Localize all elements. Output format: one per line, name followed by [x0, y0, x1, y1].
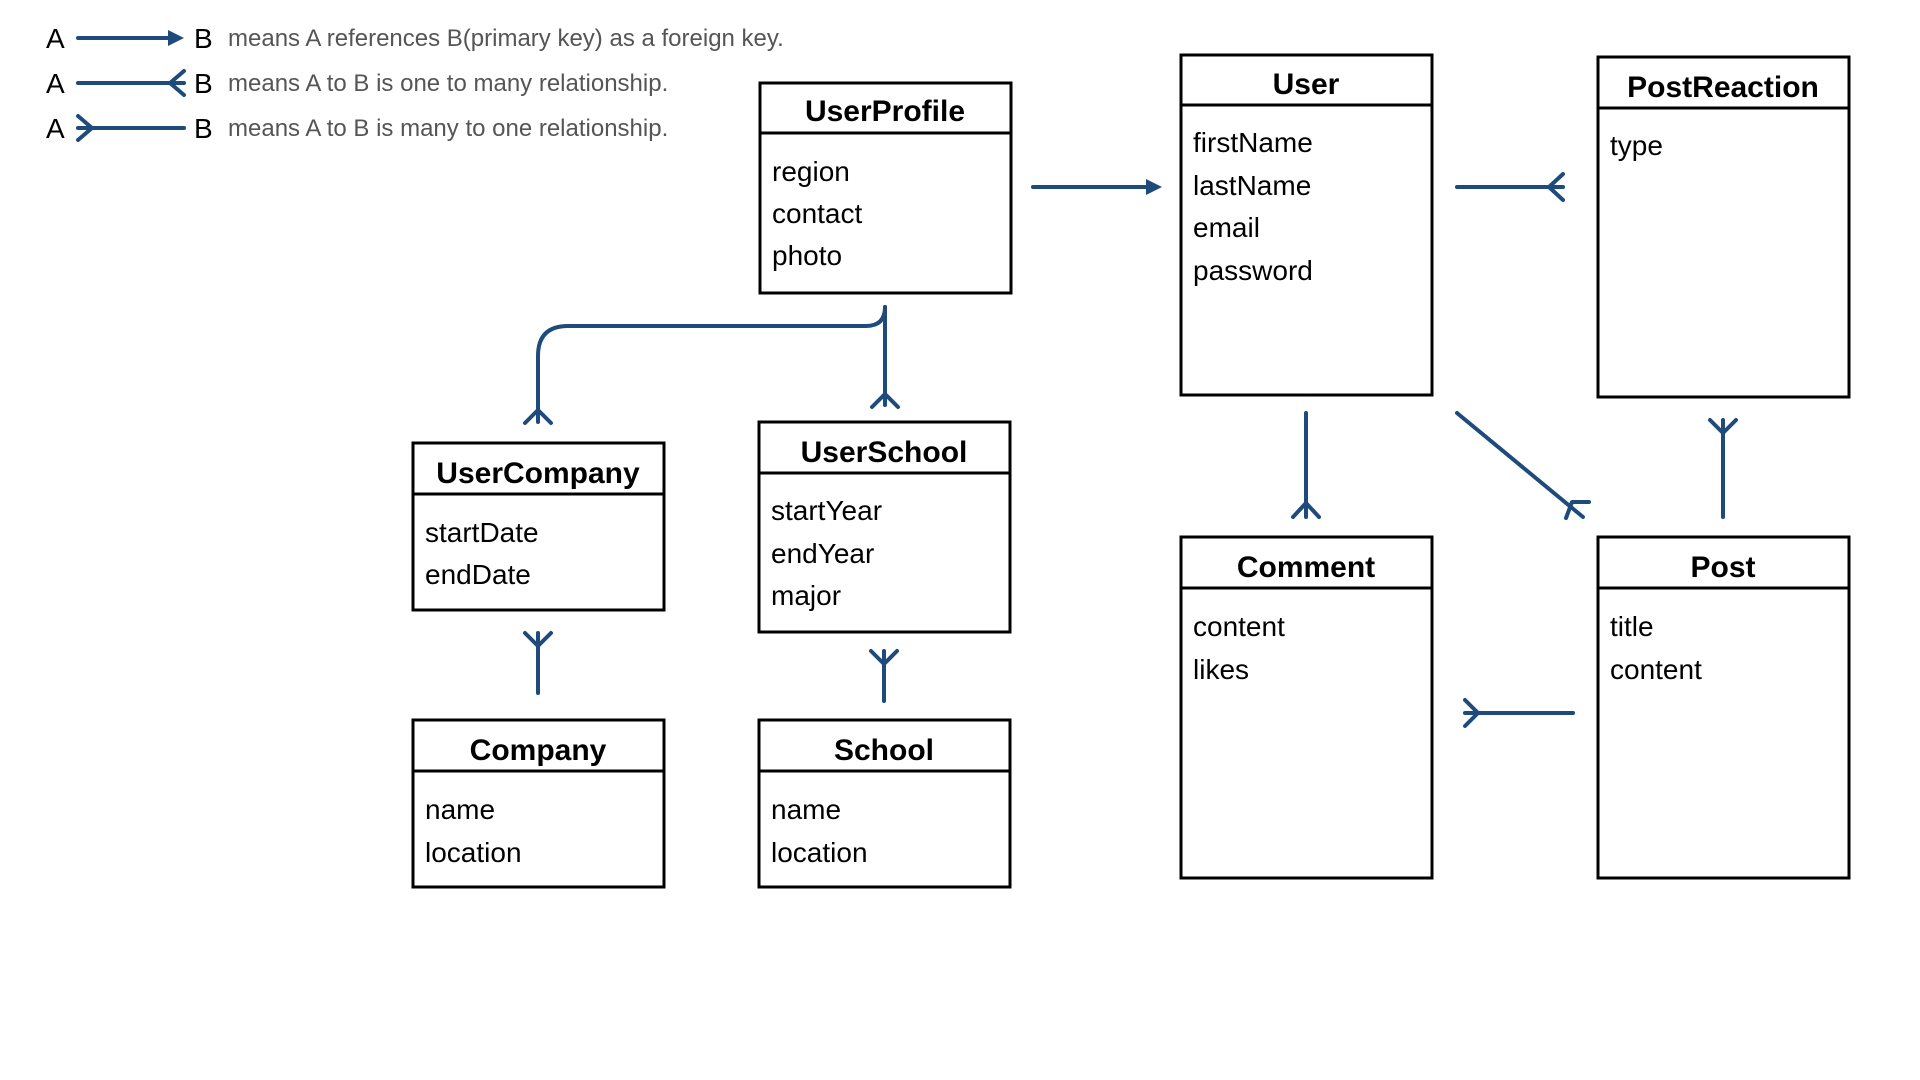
legend-text: means A references B(primary key) as a f…	[228, 25, 784, 52]
arrow-head-icon	[1146, 179, 1162, 195]
legend-row-references: A B means A references B(primary key) as…	[46, 23, 784, 54]
entity-school: School name location	[757, 718, 1012, 889]
entity-title: UserCompany	[436, 457, 640, 490]
legend-b-label: B	[194, 23, 213, 54]
entity-field: title	[1610, 611, 1654, 642]
entity-user-school: UserSchool startYear endYear major	[757, 420, 1012, 634]
rel-comment-post	[1463, 698, 1575, 728]
entity-box	[1596, 55, 1851, 399]
crowfoot-icon	[1564, 500, 1591, 520]
entity-title: School	[834, 734, 934, 767]
legend-crowfoot-icon	[168, 69, 186, 97]
entity-title: Post	[1690, 551, 1755, 584]
rel-userprofile-children	[523, 305, 900, 425]
legend-crowfoot-icon	[76, 114, 94, 142]
entity-box	[758, 81, 1013, 295]
legend-arrow-head-icon	[168, 30, 184, 46]
entity-field: photo	[772, 240, 842, 271]
rel-postreaction-post	[1708, 418, 1738, 519]
rel-line	[536, 305, 887, 424]
crowfoot-icon	[523, 631, 553, 648]
legend-b-label: B	[194, 113, 213, 144]
entity-field: major	[771, 580, 841, 611]
entity-title: Company	[470, 734, 607, 767]
rel-user-comment	[1291, 411, 1321, 519]
legend-row-many-to-one: A B means A to B is many to one relation…	[46, 113, 668, 144]
entity-user-profile: UserProfile region contact photo	[758, 81, 1013, 295]
rel-userschool-school	[869, 649, 899, 703]
entity-field: content	[1610, 654, 1702, 685]
entity-field: lastName	[1193, 170, 1311, 201]
crowfoot-icon	[1291, 501, 1321, 519]
crowfoot-icon	[870, 392, 900, 409]
entity-field: firstName	[1193, 127, 1313, 158]
entity-title: UserSchool	[801, 436, 968, 469]
crowfoot-icon	[869, 649, 899, 666]
entity-field: location	[771, 837, 868, 868]
entity-field: endDate	[425, 559, 531, 590]
entity-box	[411, 441, 666, 612]
entity-field: location	[425, 837, 522, 868]
entity-user: User firstName lastName email password	[1179, 53, 1434, 397]
legend-text: means A to B is one to many relationship…	[228, 70, 668, 97]
entity-box	[411, 718, 666, 889]
entity-box	[1179, 53, 1434, 397]
entity-field: email	[1193, 212, 1260, 243]
entity-title: User	[1273, 68, 1340, 101]
rel-line	[1455, 411, 1585, 519]
rel-user-postreaction	[1455, 172, 1565, 202]
entity-box	[1596, 535, 1851, 880]
legend-a-label: A	[46, 68, 65, 99]
entity-user-company: UserCompany startDate endDate	[411, 441, 666, 612]
legend-row-one-to-many: A B means A to B is one to many relation…	[46, 68, 668, 99]
entity-field: content	[1193, 611, 1285, 642]
entity-field: startYear	[771, 495, 882, 526]
entity-field: endYear	[771, 538, 874, 569]
legend-a-label: A	[46, 113, 65, 144]
entity-field: password	[1193, 255, 1313, 286]
entity-title: Comment	[1237, 551, 1375, 584]
crowfoot-icon	[1463, 698, 1480, 728]
entity-box	[757, 420, 1012, 634]
entity-comment: Comment content likes	[1179, 535, 1434, 880]
legend: A B means A references B(primary key) as…	[46, 23, 784, 144]
entity-title: UserProfile	[805, 95, 965, 128]
entity-field: name	[771, 794, 841, 825]
crowfoot-icon	[523, 408, 553, 425]
entity-field: likes	[1193, 654, 1249, 685]
entity-post-reaction: PostReaction type	[1596, 55, 1851, 399]
rel-user-post	[1455, 411, 1591, 520]
entity-box	[1179, 535, 1434, 880]
legend-a-label: A	[46, 23, 65, 54]
legend-b-label: B	[194, 68, 213, 99]
legend-text: means A to B is many to one relationship…	[228, 115, 668, 142]
entity-field: region	[772, 156, 850, 187]
entity-title: PostReaction	[1627, 71, 1819, 104]
crowfoot-icon	[1708, 418, 1738, 435]
rel-userprofile-user	[1031, 179, 1162, 195]
crowfoot-icon	[1547, 172, 1565, 202]
entity-company: Company name location	[411, 718, 666, 889]
entity-field: type	[1610, 130, 1663, 161]
entity-field: contact	[772, 198, 862, 229]
entity-post: Post title content	[1596, 535, 1851, 880]
rel-usercompany-company	[523, 631, 553, 695]
entity-field: name	[425, 794, 495, 825]
entity-box	[757, 718, 1012, 889]
entity-field: startDate	[425, 517, 539, 548]
